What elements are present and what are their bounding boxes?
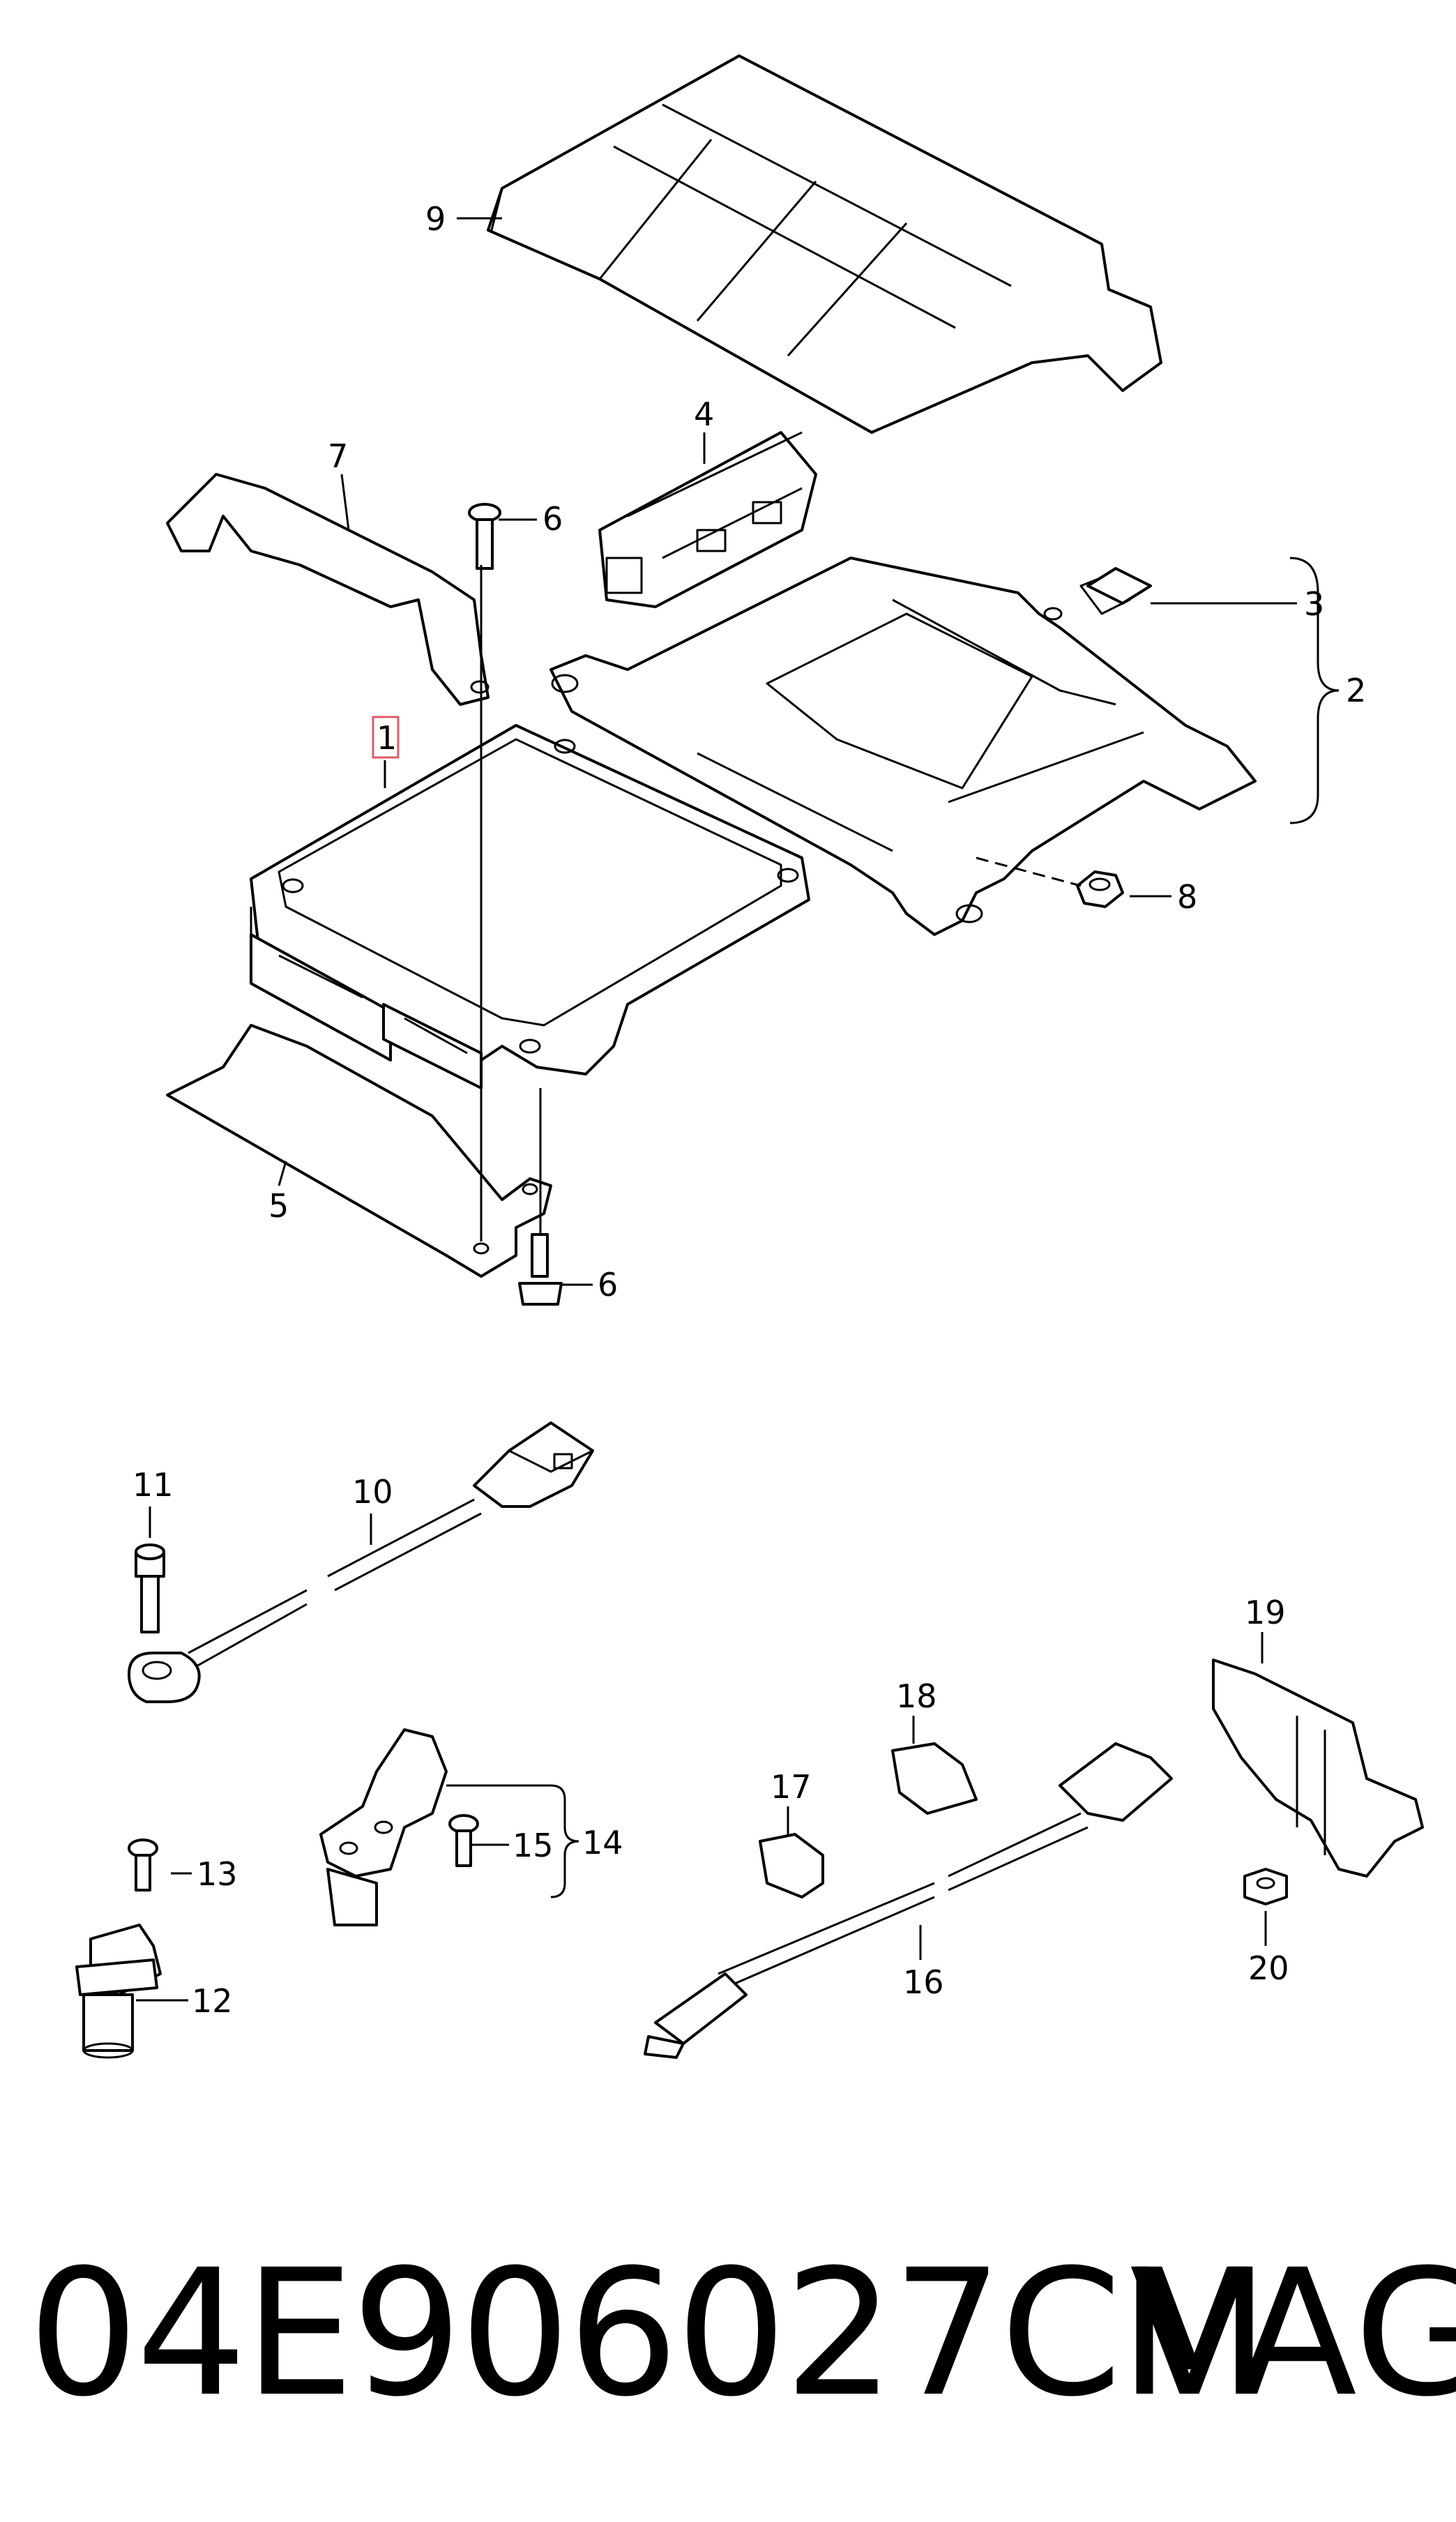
part-number-label: 04E906027CM [28,2232,1270,2435]
callout-5: 5 [268,1187,289,1225]
callout-20: 20 [1248,1949,1289,1987]
bracket-part-7 [166,473,490,706]
nut-part-8 [1076,870,1124,908]
callout-11: 11 [132,1466,174,1504]
screw-part-15 [448,1814,479,1867]
bolt-part-11 [135,1543,165,1633]
bolt-part-6-bottom [518,1233,563,1306]
callout-2: 2 [1346,672,1366,709]
callout-4: 4 [694,395,714,433]
callout-12: 12 [192,1982,233,2020]
callout-3: 3 [1304,585,1324,623]
callout-8: 8 [1177,878,1197,916]
callout-9: 9 [425,200,446,238]
callout-15: 15 [513,1827,554,1864]
callout-13: 13 [197,1855,238,1893]
callout-17: 17 [771,1768,812,1806]
nut-part-20 [1243,1868,1288,1905]
callout-6-top: 6 [543,500,563,538]
callout-6-bottom: 6 [598,1266,618,1304]
cover-part-9 [487,54,1162,434]
speed-sensor-part-12 [75,1924,162,2059]
highlight-box-part-1 [372,716,400,759]
callout-10: 10 [352,1473,393,1511]
knock-sensor-part-10 [128,1421,594,1703]
callout-14: 14 [582,1824,623,1862]
lambda-probe-part-16 [644,1742,1173,2059]
ecu-part-1 [250,724,810,1089]
callout-1: 1 [377,719,397,757]
bracket-part-19 [1212,1659,1424,1878]
pad-part-3 [1086,567,1152,605]
bolt-part-6-top [468,503,501,570]
alignment-line [976,856,1082,887]
clip-part-17 [759,1833,824,1898]
callout-7: 7 [328,437,348,475]
hall-sender-part-14 [319,1728,448,1926]
brand-label: VAG [1130,2232,1456,2435]
callout-18: 18 [896,1677,937,1715]
callout-16: 16 [903,1963,944,2001]
callout-19: 19 [1245,1594,1286,1631]
screw-part-13 [128,1838,158,1892]
bracket-part-5 [166,1024,552,1278]
holder-part-18 [891,1742,978,1815]
holder-part-4 [598,431,817,608]
